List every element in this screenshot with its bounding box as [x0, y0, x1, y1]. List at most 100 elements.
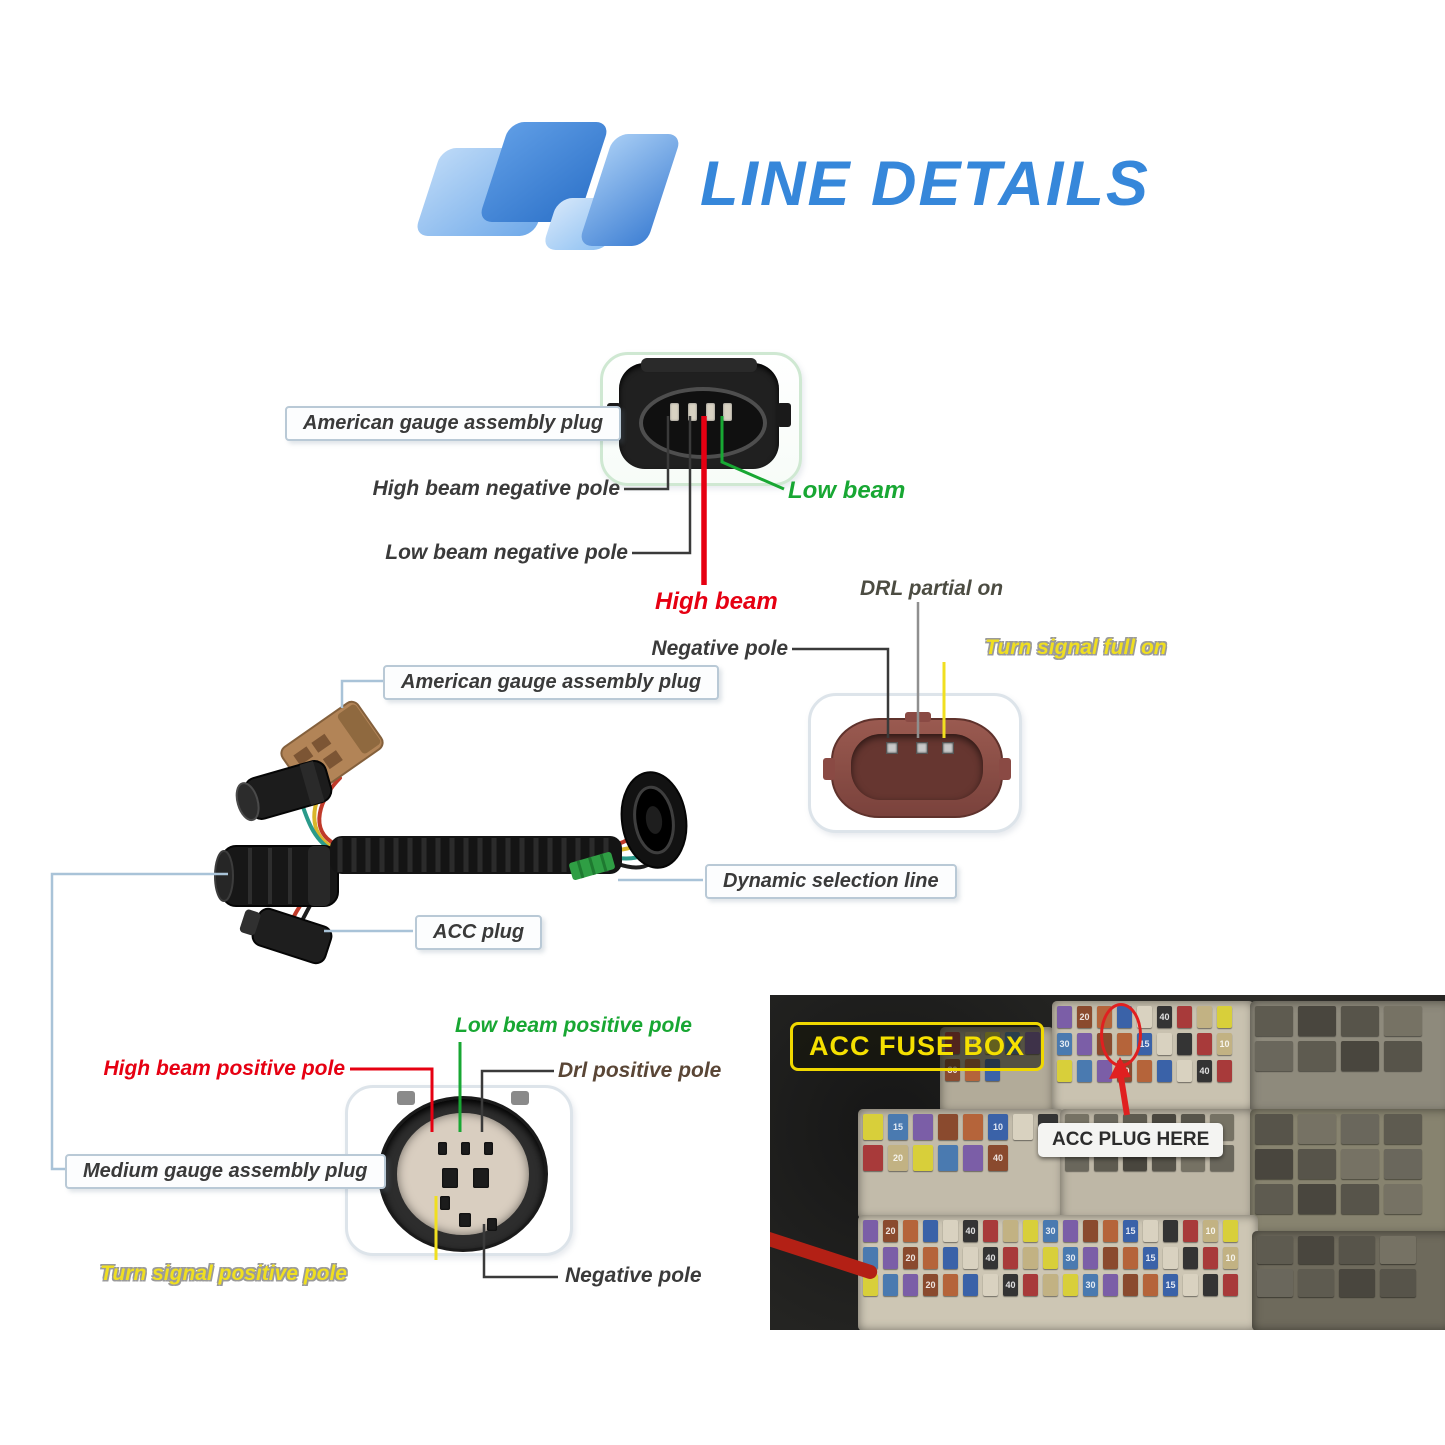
relay-block: [1341, 1041, 1379, 1071]
pin-drl: [916, 742, 928, 754]
acc-fuse-box-label: ACC FUSE BOX: [790, 1022, 1045, 1071]
fuse: [943, 1220, 958, 1242]
fuse: [1043, 1247, 1058, 1269]
fuse: [1157, 1033, 1172, 1055]
relay-block: [1384, 1006, 1422, 1036]
fuse: [1077, 1033, 1092, 1055]
fuse: [1123, 1247, 1138, 1269]
fuse: [938, 1114, 958, 1140]
page-title: LINE DETAILS: [700, 149, 1150, 219]
fuse: 40: [988, 1145, 1008, 1171]
relay-block: [1255, 1041, 1293, 1071]
green-tape: [569, 851, 615, 881]
fuse: [903, 1274, 918, 1296]
relay-block: [1257, 1269, 1293, 1297]
connector-wing: [999, 758, 1011, 780]
fuse: 15: [888, 1114, 908, 1140]
relay-block: [1339, 1269, 1375, 1297]
label-low-beam: Low beam: [788, 477, 906, 504]
label-high-beam-positive: High beam positive pole: [103, 1057, 345, 1080]
fuse: [883, 1274, 898, 1296]
label-acc-plug: ACC plug: [415, 915, 543, 950]
fuse: [963, 1247, 978, 1269]
pin-turn-signal-positive: [440, 1196, 450, 1210]
fuse-box-photo: ACC FUSE BOX ACC PLUG HERE 4030204030151…: [770, 995, 1445, 1330]
fuse: [1177, 1060, 1192, 1082]
fuse: [1003, 1220, 1018, 1242]
pin-turn-signal: [942, 742, 954, 754]
label-mid-plug: American gauge assembly plug: [383, 665, 720, 700]
fuse: [943, 1274, 958, 1296]
relay-block: [1298, 1006, 1336, 1036]
pin-low-beam-positive: [461, 1142, 470, 1155]
fuse: [883, 1247, 898, 1269]
fuse: [1143, 1220, 1158, 1242]
fuse: [913, 1145, 933, 1171]
pin-low-beam: [723, 403, 732, 421]
label-drl-partial-on: DRL partial on: [860, 577, 1004, 600]
fuse: 10: [1203, 1220, 1218, 1242]
fuse: 20: [1077, 1006, 1092, 1028]
pin-drl-positive: [484, 1142, 493, 1155]
fuse: 30: [1063, 1247, 1078, 1269]
fuse: [1157, 1060, 1172, 1082]
mid-connector-photo: [808, 693, 1022, 833]
fuse: [1217, 1006, 1232, 1028]
fuse: 40: [983, 1247, 998, 1269]
fuse: 30: [1083, 1274, 1098, 1296]
label-negative-mid: Negative pole: [651, 637, 788, 660]
fuse: [863, 1220, 878, 1242]
fuse: [1063, 1220, 1078, 1242]
fuse: [1183, 1247, 1198, 1269]
relay-block: [1341, 1114, 1379, 1144]
fuse: [1223, 1274, 1238, 1296]
fuse: 10: [1217, 1033, 1232, 1055]
label-dynamic-selection-line: Dynamic selection line: [705, 864, 957, 899]
fuse: 10: [1223, 1247, 1238, 1269]
relay-block: [1384, 1041, 1422, 1071]
fuse: 20: [903, 1247, 918, 1269]
relay-block: [1384, 1114, 1422, 1144]
fuse: [938, 1145, 958, 1171]
fuse: [963, 1145, 983, 1171]
wire-red: [317, 776, 342, 846]
pin-slot: [473, 1168, 489, 1188]
pin-slot: [442, 1168, 458, 1188]
fuse: [1103, 1274, 1118, 1296]
fuse: [1137, 1060, 1152, 1082]
label-negative-bottom: Negative pole: [565, 1264, 702, 1287]
connector-ear: [777, 403, 791, 427]
top-connector-body: [607, 358, 791, 469]
relay-block: [1380, 1269, 1416, 1297]
label-turn-signal-full-on: Turn signal full on: [985, 636, 1167, 659]
fuse: [1043, 1274, 1058, 1296]
label-turn-signal-positive: Turn signal positive pole: [100, 1262, 347, 1285]
wiring-harness-photo: [214, 700, 688, 965]
mid-connector-body: [823, 712, 1011, 818]
fuse: [1123, 1274, 1138, 1296]
connector-face: [397, 1113, 529, 1235]
connector-ridge: [641, 358, 757, 372]
brand-logo: [413, 118, 683, 258]
fuse: 40: [1003, 1274, 1018, 1296]
fuse: [1083, 1220, 1098, 1242]
fuse: [1023, 1220, 1038, 1242]
pin-low-beam-negative: [688, 403, 697, 421]
fuse: [923, 1220, 938, 1242]
relay-block: [1298, 1184, 1336, 1214]
fuse: [923, 1247, 938, 1269]
fuse: [1003, 1247, 1018, 1269]
connector-ear: [397, 1091, 415, 1105]
fuse: [1217, 1060, 1232, 1082]
relay-block: [1341, 1184, 1379, 1214]
fuse: [863, 1114, 883, 1140]
fuse: [1077, 1060, 1092, 1082]
fuse: [1023, 1274, 1038, 1296]
bottom-connector-ring: [378, 1091, 548, 1252]
relay-block: [1384, 1149, 1422, 1179]
big-black-plug: [214, 845, 339, 907]
label-low-beam-positive: Low beam positive pole: [455, 1014, 692, 1037]
relay-block: [1298, 1041, 1336, 1071]
fuse: [863, 1145, 883, 1171]
